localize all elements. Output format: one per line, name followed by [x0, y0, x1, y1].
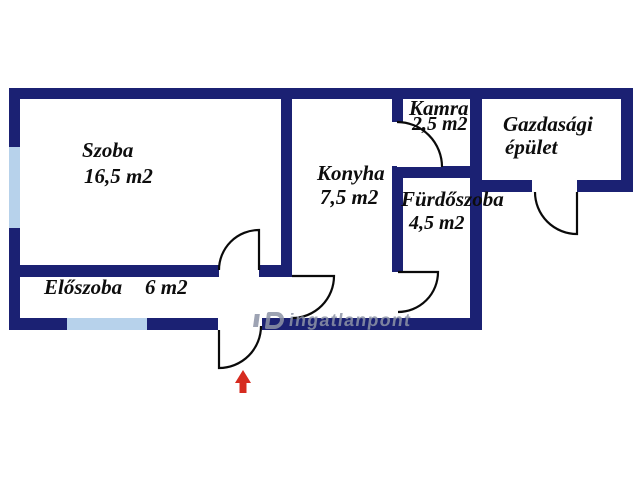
wall-kamra-left	[392, 88, 403, 122]
room-area-konyha: 7,5 m2	[320, 185, 379, 209]
wall-right-main	[470, 88, 482, 330]
wall-bottom-mid	[147, 318, 218, 330]
room-label-kamra: Kamra	[409, 96, 469, 120]
watermark-logo-icon	[264, 311, 286, 329]
wall-left-upper	[9, 88, 20, 147]
wall-top	[9, 88, 633, 99]
door-arc-furdoszoba	[397, 270, 440, 314]
wall-furdoszoba-left	[392, 178, 403, 272]
window-bottom	[67, 318, 147, 330]
wall-szoba-eloszoba	[9, 265, 219, 277]
wall-gazdasagi-bottom-right	[577, 180, 633, 192]
entrance-arrow-icon	[235, 370, 251, 393]
room-area-szoba: 16,5 m2	[84, 164, 153, 188]
room-area-furdoszoba: 4,5 m2	[409, 212, 465, 234]
door-arc-konyha	[291, 274, 336, 320]
wall-kamra-bottom	[392, 166, 482, 178]
watermark-logo-bar-icon	[253, 313, 260, 327]
room-label-furdoszoba: Fürdőszoba	[401, 187, 504, 211]
door-fill-szoba	[219, 230, 259, 270]
room-label-szoba: Szoba	[82, 138, 134, 162]
door-arc-entrance	[217, 325, 263, 370]
door-arc-szoba	[217, 228, 261, 271]
room-area-eloszoba: 6 m2	[145, 275, 188, 299]
room-area-kamra: 2,5 m2	[412, 113, 468, 135]
wall-bottom-left	[9, 318, 67, 330]
wall-bottom-right	[262, 318, 482, 330]
door-fill-konyha	[292, 276, 334, 318]
door-arc-kamra	[396, 120, 444, 168]
wall-left-lower	[9, 228, 20, 330]
watermark-text: ingatlanpont	[287, 309, 413, 330]
door-fill-entrance	[219, 326, 261, 368]
room-label-konyha: Konyha	[317, 161, 385, 185]
door-arc-gazdasagi	[533, 191, 579, 236]
room-label-gazdasagi-line1: Gazdasági	[503, 112, 593, 136]
door-fill-furdoszoba	[398, 272, 438, 312]
room-label-eloszoba: Előszoba	[44, 275, 123, 299]
door-fill-gazdasagi	[535, 192, 577, 234]
wall-gazdasagi-bottom-left	[482, 180, 532, 192]
window-left	[9, 147, 20, 228]
wall-gazdasagi-right	[621, 88, 633, 192]
wall-szoba-konyha	[281, 88, 292, 276]
room-label-gazdasagi-line2: épület	[505, 135, 558, 159]
watermark: ingatlanpont	[253, 310, 413, 330]
door-fill-kamra	[397, 122, 442, 167]
